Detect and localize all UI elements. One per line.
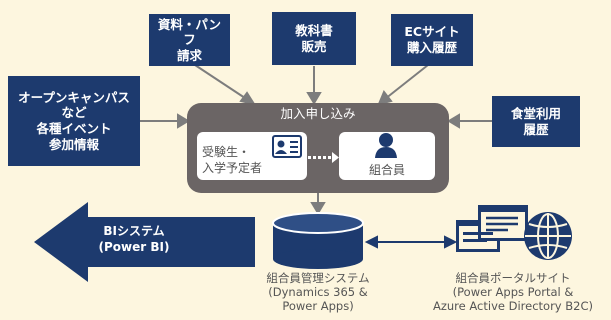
ec-history-box: ECサイト 購入履歴 (391, 14, 473, 66)
browser-windows-globe-icon (456, 205, 572, 260)
enrollment-title: 加入申し込み (280, 106, 356, 121)
database-icon (272, 212, 364, 269)
arrowhead-brochure (239, 91, 257, 106)
events-box: オープンキャンパス など 各種イベント 参加情報 (8, 76, 140, 166)
arrowhead-panel-db (310, 202, 326, 215)
arrow-ec (384, 64, 429, 100)
arrowhead-ec (377, 90, 393, 106)
textbook-sales-box: 教科書 販売 (272, 12, 356, 65)
bi-system-label: BIシステム (Power BI) (98, 223, 170, 254)
cafeteria-box: 食堂利用 履歴 (492, 96, 580, 147)
applicant-label: 受験生・ 入学予定者 (202, 145, 263, 176)
arrowhead-db (364, 235, 378, 249)
brochure-request-box: 資料・パンフ 請求 (149, 14, 230, 66)
management-system-caption: 組合員管理システム (Dynamics 365 & Power Apps) (266, 271, 370, 313)
arrow-brochure (194, 64, 249, 101)
arrowhead-textbook (306, 92, 322, 105)
arrowhead-cafeteria (447, 113, 460, 129)
arrowhead-events (177, 113, 190, 129)
portal-caption: 組合員ポータルサイト (Power Apps Portal & Azure Ac… (432, 271, 593, 313)
bi-arrow (34, 202, 255, 282)
arrowhead-portal (444, 235, 458, 249)
member-label: 組合員 (368, 163, 405, 177)
